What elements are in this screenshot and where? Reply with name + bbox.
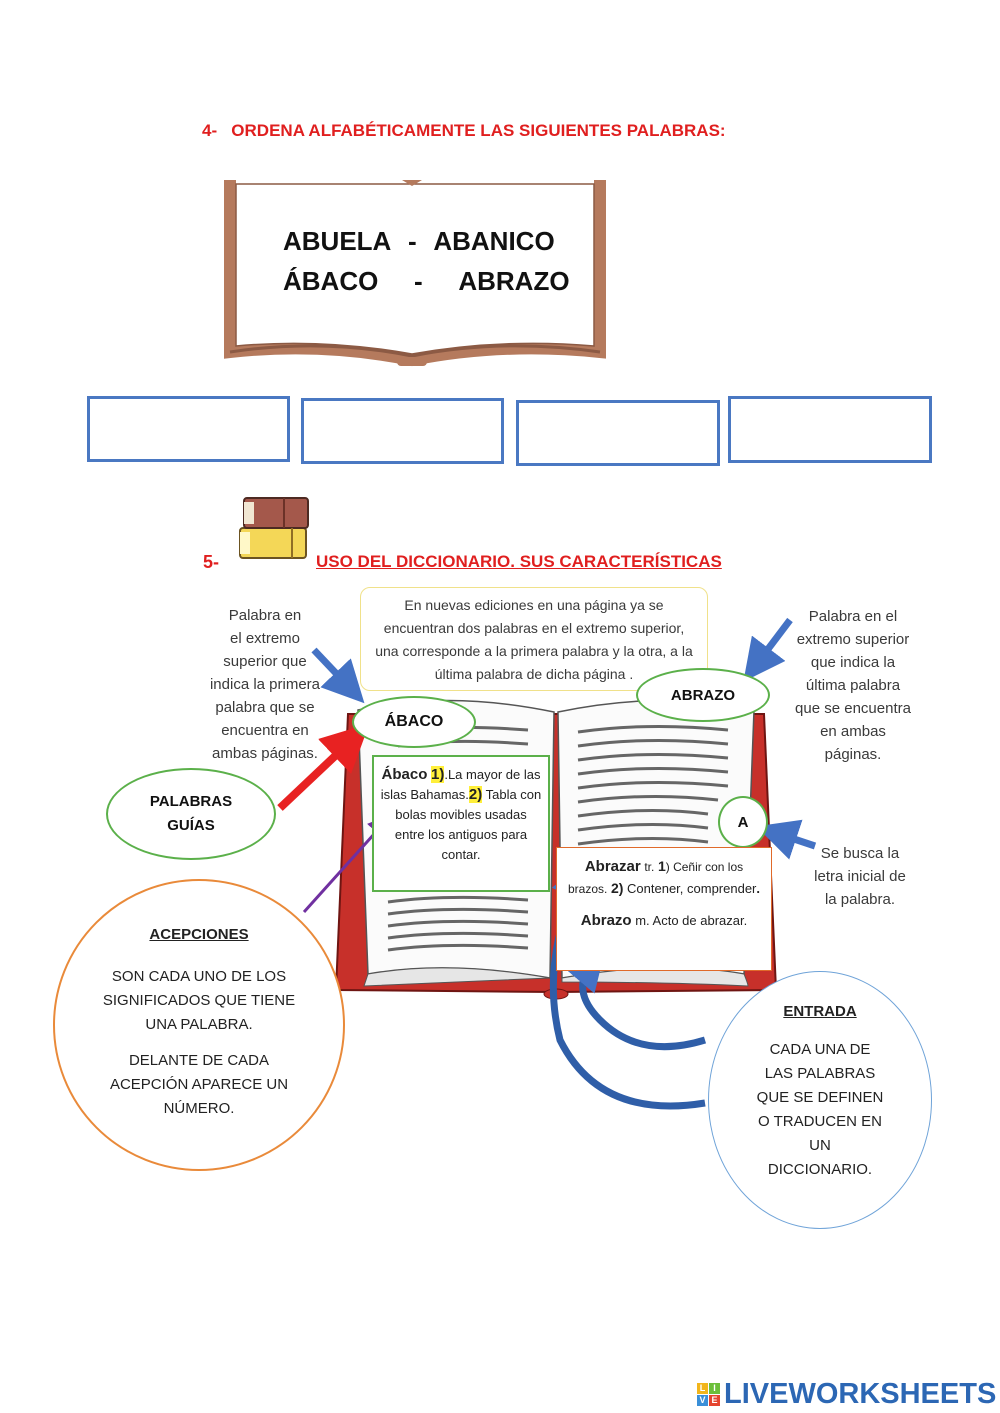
guide-word-abrazo: ABRAZO [636, 668, 770, 722]
word-separator: - [408, 226, 417, 256]
letter-note-line: la palabra. [824, 891, 896, 908]
arrow-entrada-1 [562, 947, 707, 1051]
guide-word-abrazo-text: ABRAZO [670, 686, 736, 704]
top-note-line: una corresponde a la primera palabra y l… [375, 643, 693, 659]
letter-note-line: Se busca la [820, 845, 900, 862]
guide-word-abaco: ÁBACO [352, 696, 476, 748]
arrow-palabras-guias [277, 723, 370, 811]
word-abuela: ABUELA [283, 226, 392, 256]
arrow-letter [756, 819, 817, 860]
letter-note: Se busca la letra inicial de la palabra. [800, 842, 920, 911]
abaco-headword: Ábaco [381, 766, 428, 783]
arrow-acepciones [302, 814, 393, 914]
left-note-line: palabra que se [215, 699, 315, 716]
abrazar-abbr: tr. [644, 860, 655, 874]
right-note-line: que indica la [810, 654, 896, 671]
abrazar-def-2: Contener, comprender [627, 881, 757, 896]
palabras-guias-line: PALABRAS [149, 793, 233, 810]
answer-box-2[interactable] [301, 398, 504, 464]
entrada-line: O TRADUCEN EN [758, 1113, 882, 1130]
entrada-title: ENTRADA [783, 1003, 857, 1020]
abrazar-dot: . [756, 881, 761, 896]
palabras-guias-line: GUÍAS [167, 817, 215, 834]
right-note-line: en ambas [820, 723, 886, 740]
left-note-line: superior que [223, 653, 307, 670]
entrada-circle: ENTRADA CADA UNA DE LAS PALABRAS QUE SE … [708, 971, 932, 1229]
section5-title: USO DEL DICCIONARIO. SUS CARACTERÍSTICAS [316, 552, 722, 571]
top-note-line: última palabra de dicha página . [434, 666, 634, 682]
books-icon [239, 497, 309, 559]
right-note-line: páginas. [824, 746, 882, 763]
left-note-line: ambas páginas. [212, 745, 318, 762]
answer-box-4[interactable] [728, 396, 932, 463]
acepciones-p1: SON CADA UNO DE LOS SIGNIFICADOS QUE TIE… [102, 968, 296, 1033]
right-note: Palabra en el extremo superior que indic… [786, 605, 920, 766]
abaco-number-1: 1) [431, 766, 445, 783]
letter-oval: A [718, 796, 768, 848]
left-note-line: encuentra en [221, 722, 309, 739]
abaco-number-2: 2) [468, 786, 483, 803]
abrazar-number-2: 2) [610, 880, 624, 896]
abrazar-number-1: 1 [657, 858, 666, 874]
abrazar-headword: Abrazar [584, 858, 641, 875]
words-row-2: ÁBACO - ABRAZO [283, 266, 570, 297]
abaco-def-2: Tabla con bolas movibles usadas entre lo… [394, 787, 542, 862]
answer-box-3[interactable] [516, 400, 720, 466]
entrada-line: CADA UNA DE [769, 1041, 871, 1058]
abaco-def-1: .La mayor de las islas Bahamas. [380, 767, 541, 802]
liveworksheets-text: LIVEWORKSHEETS [724, 1378, 997, 1410]
letter-text: A [737, 813, 749, 831]
right-note-line: Palabra en el [808, 608, 898, 625]
word-abrazo: ABRAZO [458, 266, 570, 296]
left-note-line: indica la primera [209, 676, 321, 693]
left-note: Palabra en el extremo superior que indic… [200, 604, 330, 765]
abrazar-entry-box: Abrazar tr. 1) Ceñir con los brazos. 2) … [556, 847, 772, 971]
abrazar-entry: Abrazar tr. 1) Ceñir con los brazos. 2) … [565, 856, 763, 900]
guide-word-abaco-text: ÁBACO [384, 713, 444, 730]
open-book-frame [224, 180, 606, 367]
abaco-entry-box: Ábaco 1).La mayor de las islas Bahamas.2… [372, 755, 550, 892]
section5-number: 5- [203, 552, 220, 572]
abrazo-entry: Abrazo m. Acto de abrazar. [565, 910, 763, 931]
acepciones-title: ACEPCIONES [149, 926, 249, 943]
top-note-box: En nuevas ediciones en una página ya se … [360, 587, 708, 691]
top-note-line: encuentran dos palabras en el extremo su… [383, 620, 685, 636]
right-note-line: que se encuentra [795, 700, 911, 717]
word-separator: - [414, 266, 423, 296]
abrazo-headword: Abrazo [580, 912, 632, 929]
right-note-line: extremo superior [796, 631, 910, 648]
right-note-line: última palabra [805, 677, 901, 694]
entrada-line: QUE SE DEFINEN [756, 1089, 884, 1106]
liveworksheets-logo: L I V E LIVEWORKSHEETS [697, 1378, 996, 1411]
top-note-line: En nuevas ediciones en una página ya se [404, 597, 664, 613]
entrada-line: LAS PALABRAS [764, 1065, 876, 1082]
entrada-line: UN [809, 1137, 831, 1154]
answer-box-1[interactable] [87, 396, 290, 462]
acepciones-circle: ACEPCIONES SON CADA UNO DE LOS SIGNIFICA… [53, 879, 345, 1171]
live-badge-icon: L I V E [697, 1383, 720, 1406]
section4-title: 4- ORDENA ALFABÉTICAMENTE LAS SIGUIENTES… [202, 121, 726, 141]
entrada-line: DICCIONARIO. [767, 1161, 873, 1178]
section4-title-text: ORDENA ALFABÉTICAMENTE LAS SIGUIENTES PA… [231, 121, 726, 140]
word-abanico: ABANICO [433, 226, 555, 256]
words-row-1: ABUELA-ABANICO [283, 226, 555, 257]
abrazo-def: m. Acto de abrazar. [635, 913, 748, 928]
left-note-line: el extremo [229, 630, 301, 647]
abrazar-def-1: ) Ceñir con los brazos. [567, 860, 744, 896]
word-abaco: ÁBACO [283, 266, 379, 296]
arrow-right-note [743, 617, 793, 682]
acepciones-p2: DELANTE DE CADA ACEPCIÓN APARECE UN NÚME… [109, 1052, 289, 1117]
section4-number: 4- [202, 121, 218, 140]
left-note-line: Palabra en [228, 607, 302, 624]
arrow-left-note [311, 647, 365, 704]
palabras-guias-oval: PALABRAS GUÍAS [106, 768, 276, 860]
letter-note-line: letra inicial de [814, 868, 906, 885]
